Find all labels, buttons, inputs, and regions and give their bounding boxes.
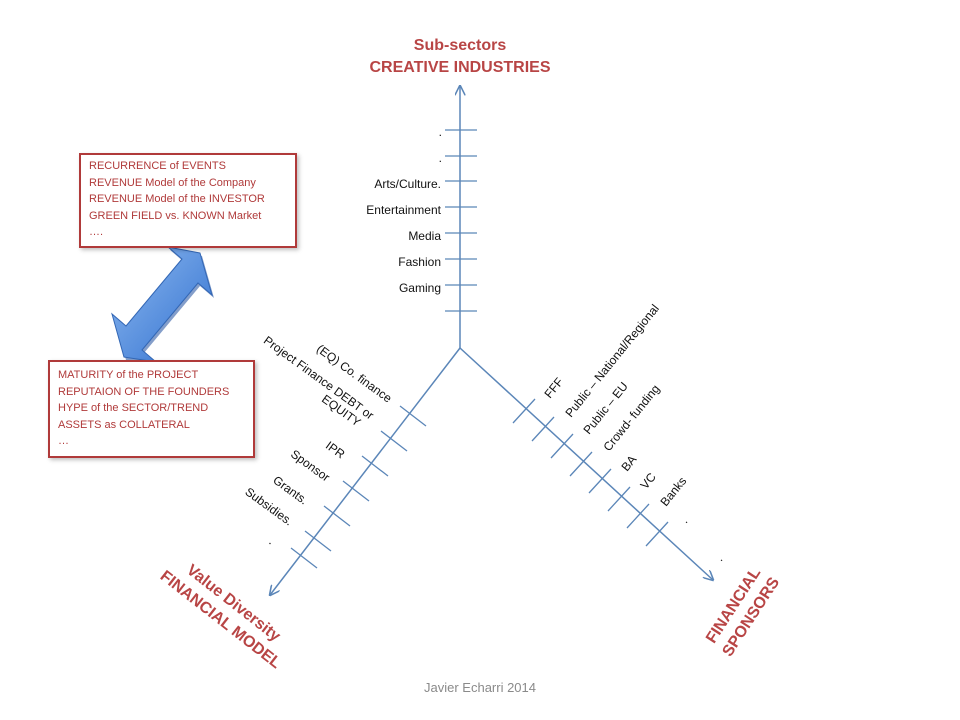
vertical-label: . — [439, 151, 442, 165]
right-label: Banks — [657, 474, 689, 509]
left-axis-ticks — [290, 405, 427, 569]
box-line: REPUTAION OF THE FOUNDERS — [58, 385, 230, 398]
box-line: ASSETS as COLLATERAL — [58, 418, 190, 431]
right-label: FFF — [541, 375, 566, 401]
right-tick — [607, 486, 631, 512]
left-label: . — [267, 534, 278, 547]
right-label: . — [712, 552, 725, 563]
vertical-label: Gaming — [399, 281, 441, 295]
footer-credit: Javier Echarri 2014 — [424, 680, 536, 695]
right-label: VC — [637, 470, 659, 492]
left-tick — [342, 480, 370, 502]
vertical-axis-ticks — [445, 129, 477, 312]
box-line: HYPE of the SECTOR/TREND — [58, 402, 209, 414]
right-tick — [531, 416, 555, 442]
left-tick — [304, 530, 332, 552]
project-maturity-box: MATURITY of the PROJECT REPUTAION OF THE… — [48, 360, 255, 458]
right-tick — [626, 503, 650, 529]
double-arrow-icon — [111, 246, 214, 365]
left-tick — [290, 547, 318, 569]
left-label: Sponsor — [288, 447, 332, 485]
vertical-label: . — [439, 125, 442, 139]
vertical-label: Entertainment — [366, 203, 441, 217]
vertical-label: Fashion — [398, 255, 441, 269]
box-line: … — [58, 435, 69, 447]
right-tick — [588, 468, 612, 494]
left-tick — [323, 505, 351, 527]
vertical-label: Media — [408, 229, 441, 243]
right-tick — [550, 433, 574, 459]
right-tick — [645, 521, 669, 547]
revenue-factors-box: RECURRENCE of EVENTS REVENUE Model of th… — [79, 153, 297, 248]
box-line: MATURITY of the PROJECT — [58, 369, 199, 381]
right-tick — [569, 451, 593, 477]
right-label: BA — [618, 453, 639, 474]
box-line: …. — [89, 226, 104, 238]
right-axis-ticks — [512, 398, 669, 547]
left-tick — [361, 455, 389, 477]
vertical-axis-title-line2: CREATIVE INDUSTRIES — [369, 59, 550, 76]
vertical-axis-title-line1: Sub-sectors — [414, 37, 507, 54]
box-line: RECURRENCE of EVENTS — [89, 160, 226, 172]
left-axis — [270, 347, 461, 595]
left-label: IPR — [323, 438, 348, 461]
box-line: REVENUE Model of the INVESTOR — [89, 193, 265, 205]
left-tick — [380, 430, 408, 452]
left-tick — [399, 405, 427, 427]
box-line: GREEN FIELD vs. KNOWN Market — [89, 209, 262, 222]
vertical-label: Arts/Culture. — [374, 177, 441, 191]
right-label: . — [677, 514, 690, 525]
right-tick — [512, 398, 536, 424]
box-line: REVENUE Model of the Company — [89, 176, 256, 189]
right-axis — [459, 347, 713, 580]
